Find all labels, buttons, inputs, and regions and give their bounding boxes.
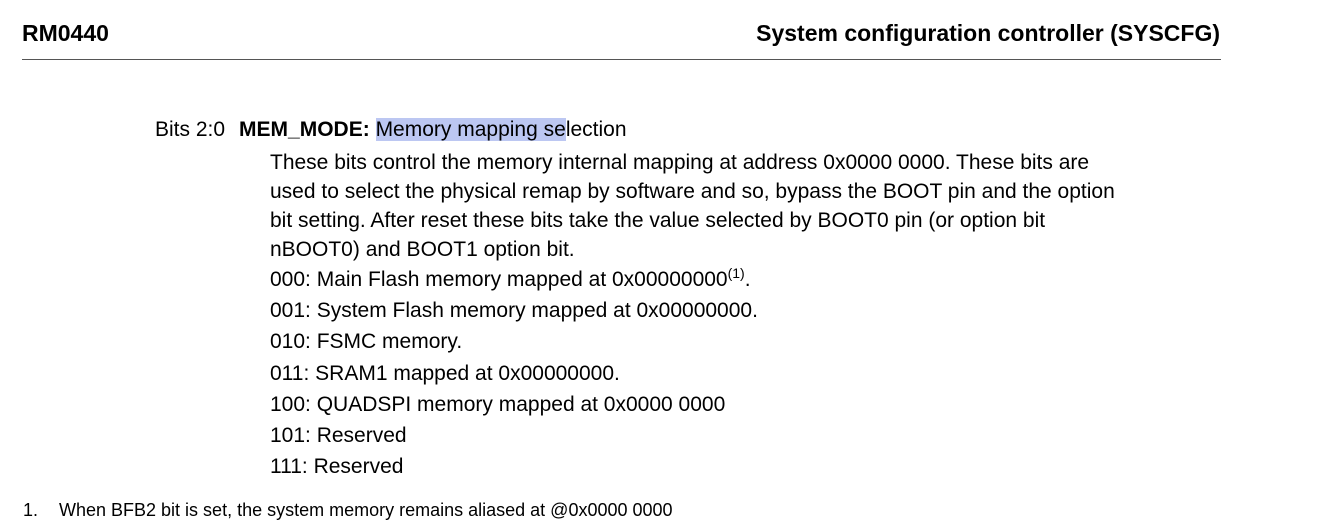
mode-option-text: 000: Main Flash memory mapped at 0x00000… <box>270 268 728 291</box>
text-selection-highlight[interactable]: Memory mapping se <box>375 118 566 141</box>
field-title-rest[interactable]: lection <box>565 118 627 141</box>
mode-options-list: 000: Main Flash memory mapped at 0x00000… <box>270 264 758 482</box>
footnote-ref[interactable]: (1) <box>727 265 745 281</box>
footnote-number: 1. <box>23 500 39 520</box>
header-divider <box>22 59 1221 60</box>
bitfield-heading: Bits 2:0 MEM_MODE: Memory mapping selecti… <box>155 115 627 145</box>
mode-option-text: 100: QUADSPI memory mapped at 0x0000 000… <box>270 392 726 416</box>
mode-option: 101: Reserved <box>270 420 758 451</box>
mode-option-tail: . <box>744 268 751 291</box>
document-id: RM0440 <box>22 20 109 46</box>
mode-option: 001: System Flash memory mapped at 0x000… <box>270 295 758 326</box>
mode-option-text: 011: SRAM1 mapped at 0x00000000. <box>270 361 620 385</box>
mode-option: 100: QUADSPI memory mapped at 0x0000 000… <box>270 389 758 420</box>
description-line: bit setting. After reset these bits take… <box>270 209 1046 232</box>
section-title: System configuration controller (SYSCFG) <box>756 20 1220 46</box>
field-description: These bits control the memory internal m… <box>270 148 1220 264</box>
field-title[interactable]: Memory mapping selection <box>375 118 627 141</box>
footnote: 1. When BFB2 bit is set, the system memor… <box>23 498 673 522</box>
mode-option-text: 001: System Flash memory mapped at 0x000… <box>270 299 758 323</box>
bit-range: Bits 2:0 <box>155 118 226 141</box>
mode-option-text: 111: Reserved <box>270 455 404 479</box>
description-line: nBOOT0) and BOOT1 option bit. <box>270 238 575 261</box>
mode-option: 010: FSMC memory. <box>270 326 758 357</box>
description-line: used to select the physical remap by sof… <box>270 180 1115 203</box>
mode-option: 111: Reserved <box>270 451 758 482</box>
footnote-text: When BFB2 bit is set, the system memory … <box>59 500 673 520</box>
mode-option: 000: Main Flash memory mapped at 0x00000… <box>270 264 758 295</box>
mode-option-text: 010: FSMC memory. <box>270 330 463 354</box>
mode-option-text: 101: Reserved <box>270 423 407 447</box>
field-name: MEM_MODE: <box>239 118 370 141</box>
description-line: These bits control the memory internal m… <box>270 151 1090 174</box>
mode-option: 011: SRAM1 mapped at 0x00000000. <box>270 358 758 389</box>
